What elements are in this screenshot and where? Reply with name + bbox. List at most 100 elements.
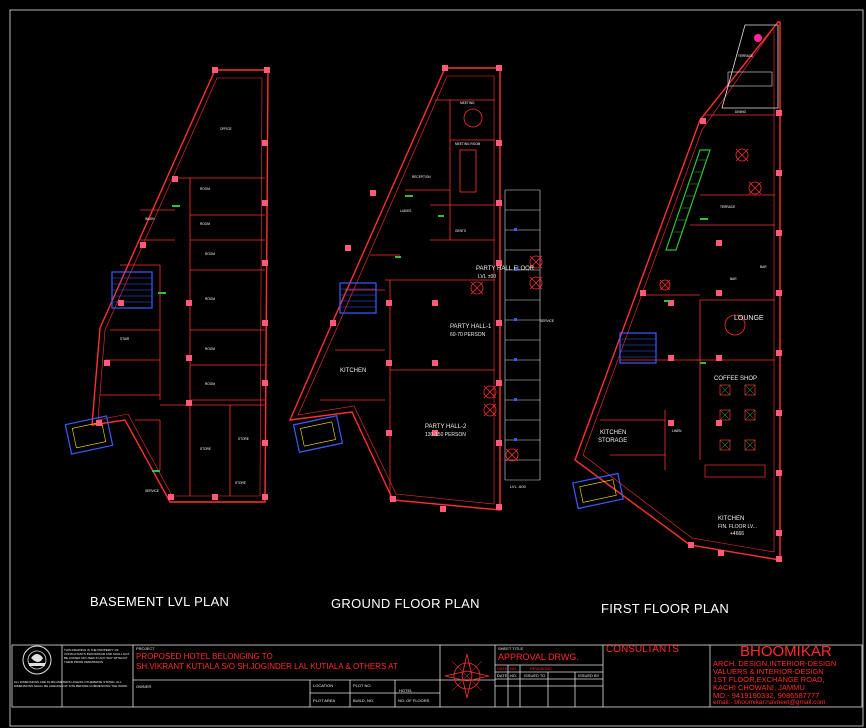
project-label: PROJECT: [136, 646, 155, 651]
label-kitchen-storage-1: KITCHEN: [600, 430, 627, 436]
project-line-1: PROPOSED HOTEL BELONGING TO: [136, 652, 273, 661]
svg-text:SERVICE: SERVICE: [540, 319, 554, 323]
first-stair-2-inner: [579, 479, 617, 503]
svg-text:SERVICE: SERVICE: [145, 489, 159, 493]
svg-text:LADIES: LADIES: [400, 209, 411, 213]
firm-email: email:- bhoomikar.navneet@gmail.com: [713, 699, 826, 706]
ground-stair-1: [339, 282, 377, 314]
firm-line-2: VALUERS & INTERIOR-DESIGN: [713, 667, 824, 676]
owner-label: OWNER: [136, 684, 152, 689]
label-kitchen-storage-2: STORAGE: [598, 438, 628, 444]
rev-row-no: NO.: [510, 673, 518, 678]
label-party-hall-2: PARTY HALL-2: [425, 424, 467, 430]
ground-stair-2-inner: [300, 421, 336, 447]
svg-text:STAIR: STAIR: [120, 337, 130, 341]
firm-seal: [22, 645, 52, 675]
svg-text:BAR: BAR: [730, 277, 737, 281]
first-stair-2: [572, 472, 624, 510]
svg-text:WASH: WASH: [145, 217, 155, 221]
first-stair-1: [619, 332, 657, 364]
label-kitchen-level: +4666: [730, 531, 745, 537]
consultants-label: CONSULTANTS: [606, 644, 679, 655]
plot-area-label: PLOT AREA: [313, 698, 336, 703]
svg-text:MEETING ROOM: MEETING ROOM: [455, 142, 481, 146]
coffee-shop-tables: [704, 384, 766, 478]
lounge-round-table: [724, 314, 746, 336]
label-lounge: LOUNGE: [734, 315, 764, 322]
label-party-hall-2-capacity: 130-150 PERSON: [425, 432, 466, 438]
sheet-title: APPROVAL DRWG.: [498, 652, 579, 662]
svg-text:MEETING: MEETING: [460, 101, 475, 105]
svg-text:DINING: DINING: [735, 110, 747, 114]
label-coffee-shop: COFFEE SHOP: [714, 376, 758, 382]
label-lvl-600: LVL -600: [510, 484, 526, 489]
plan-title-first: FIRST FLOOR PLAN: [601, 601, 730, 616]
svg-text:TERRACE: TERRACE: [738, 54, 753, 58]
svg-text:ROOM: ROOM: [205, 347, 215, 351]
title-block-grid: [11, 644, 863, 708]
basement-inner-outline: [97, 77, 263, 497]
label-kitchen-ground: KITCHEN: [340, 368, 367, 374]
svg-text:LINEN: LINEN: [672, 429, 682, 433]
svg-text:STORE: STORE: [200, 447, 211, 451]
rev-row-date: DATE: [497, 673, 508, 678]
ground-walkway: [504, 189, 541, 481]
rev-col-revisions: REVISIONS: [530, 666, 552, 671]
ground-inner-outline: [297, 75, 495, 505]
svg-text:GENTS: GENTS: [455, 229, 466, 233]
sheet-border: [9, 9, 864, 727]
label-party-hall-1-capacity: 60-70 PERSON: [450, 332, 486, 338]
svg-text:ROOM: ROOM: [205, 297, 215, 301]
label-party-hall-lvl: LVL ±00: [478, 274, 497, 280]
label-party-hall-1: PARTY HALL-1: [450, 324, 492, 330]
north-arrow-icon: [444, 653, 490, 699]
disclaimer-text: THIS DRAWING IS THE PROPERTY OF CONSULTA…: [64, 648, 130, 664]
ground-outline: [288, 67, 501, 511]
plot-no-label: PLOT NO.: [353, 683, 372, 688]
svg-text:STORE: STORE: [238, 437, 249, 441]
basement-plan: OFFICE ROOM ROOM ROOM ROOM ROOM ROOM STO…: [64, 67, 270, 503]
notes-text: ALL DIMENSIONS ARE IN MILLIMETERS UNLESS…: [14, 680, 129, 688]
builtup-label: BUILD. NO.: [353, 698, 375, 703]
svg-text:OFFICE: OFFICE: [220, 127, 232, 131]
first-outline: [574, 21, 781, 561]
first-floor-plan: TERRACE DINING TERRACE BAR BAR LINEN: [572, 21, 782, 562]
svg-text:ROOM: ROOM: [200, 187, 210, 191]
plan-title-basement: BASEMENT LVL PLAN: [90, 594, 230, 609]
label-kitchen-fin-floor: FIN. FLOOR LV...: [718, 524, 757, 530]
plan-title-ground: GROUND FLOOR PLAN: [331, 596, 480, 611]
rev-col-no: NO.: [510, 666, 518, 671]
floors-label: NO. OF FLOORS: [398, 698, 430, 703]
ground-floor-plan: MEETING MEETING ROOM RECEPTION LADIES GE…: [288, 65, 554, 512]
location-label: LOCATION: [313, 683, 334, 688]
first-balcony: [721, 24, 779, 109]
basement-stair-2: [64, 415, 114, 455]
svg-text:BAR: BAR: [760, 265, 767, 269]
rev-row-issued-by: ISSUED BY: [578, 673, 600, 678]
conference-table: [459, 149, 477, 193]
project-line-2: SH.VIKRANT KUTIALA S/O SH.JOGINDER LAL K…: [136, 662, 398, 671]
first-inner-outline: [582, 29, 775, 553]
firm-line-4: KACHI CHOWANI, JAMMU: [713, 683, 805, 692]
plot-no-value: HOTEL: [399, 688, 413, 693]
firm-line-5: MO.- 9419190332, 9086587777: [713, 691, 820, 700]
svg-text:RECEPTION: RECEPTION: [412, 175, 431, 179]
round-table: [463, 108, 483, 128]
svg-text:ROOM: ROOM: [205, 382, 215, 386]
basement-stair-2-inner: [71, 421, 107, 449]
sheet-title-label: SHEET TITLE: [498, 646, 524, 651]
label-kitchen-first: KITCHEN: [718, 516, 745, 522]
svg-text:STORE: STORE: [235, 481, 246, 485]
green-planter: [665, 149, 711, 251]
rev-row-issued-to: ISSUED TO: [524, 673, 546, 678]
svg-text:TERRACE: TERRACE: [720, 205, 735, 209]
ground-stair-2: [292, 415, 344, 453]
firm-name: BHOOMIKAR: [740, 643, 832, 660]
svg-text:ROOM: ROOM: [200, 222, 210, 226]
magenta-marker: [754, 34, 762, 42]
label-party-hall-floor: PARTY HALL FLOOR: [476, 266, 535, 272]
firm-line-3: 1ST FLOOR,EXCHANGE ROAD,: [713, 675, 825, 684]
rev-col-date: DATE: [497, 666, 508, 671]
firm-line-1: ARCH. DESIGN,INTERIOR-DESIGN: [713, 659, 837, 668]
